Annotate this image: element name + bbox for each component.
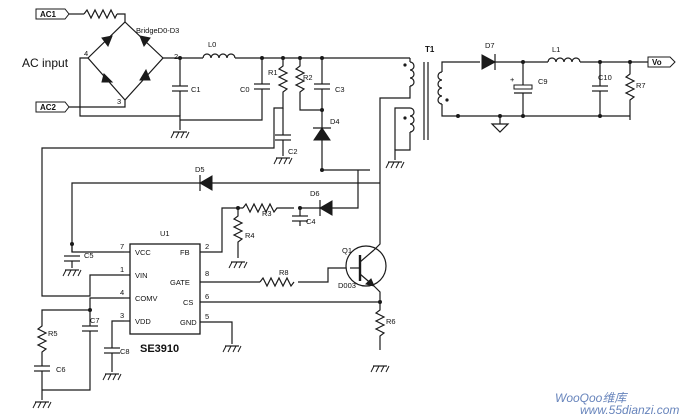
ic-pin-vcc-name: VCC bbox=[135, 248, 151, 257]
r6-label: R6 bbox=[386, 317, 396, 326]
c2-label: C2 bbox=[288, 147, 298, 156]
c6-label: C6 bbox=[56, 365, 66, 374]
c9-label: C9 bbox=[538, 77, 548, 86]
bridge-rectifier: BridgeD0-D3 bbox=[87, 21, 179, 101]
diode-d4: D4 bbox=[313, 110, 370, 171]
ground-symbol-secondary bbox=[490, 123, 510, 133]
capacitor-c3: C3 bbox=[314, 58, 345, 110]
c3-label: C3 bbox=[335, 85, 345, 94]
node-2: 2 bbox=[174, 52, 178, 61]
ic-pin-gnd-num: 5 bbox=[205, 312, 209, 321]
port-ac2: AC2 bbox=[35, 101, 70, 113]
node-3: 3 bbox=[117, 97, 121, 106]
ic-pin-gate-name: GATE bbox=[170, 278, 190, 287]
capacitor-c2: C2 bbox=[275, 108, 298, 156]
watermark-site: www.55dianzi.com bbox=[580, 403, 679, 417]
capacitor-c8: C8 bbox=[104, 347, 130, 372]
watermark-brand: WooQoo维库 bbox=[555, 391, 628, 405]
ic-pin-vdd-name: VDD bbox=[135, 317, 151, 326]
resistor-r1: R1 bbox=[268, 58, 289, 102]
capacitor-c1: C1 bbox=[172, 58, 201, 116]
capacitor-c10: C10 bbox=[592, 62, 612, 116]
ic-pin-cs-name: CS bbox=[183, 298, 193, 307]
port-ac1: AC1 bbox=[35, 8, 70, 20]
c1-label: C1 bbox=[191, 85, 201, 94]
resistor-r2: R2 bbox=[294, 58, 313, 102]
r5-label: R5 bbox=[48, 329, 58, 338]
l0-label: L0 bbox=[208, 40, 216, 49]
inductor-l1: L1 bbox=[547, 45, 581, 63]
watermark: WooQoo维库 www.55dianzi.com bbox=[555, 391, 679, 417]
ic-pin-comv-name: COMV bbox=[135, 294, 158, 303]
ic-pin-comv-num: 4 bbox=[120, 288, 124, 297]
ic-ref: U1 bbox=[160, 229, 170, 238]
ic-pin-cs-num: 6 bbox=[205, 292, 209, 301]
ic-pin-vin-name: VIN bbox=[135, 271, 148, 280]
l1-label: L1 bbox=[552, 45, 560, 54]
q1-label: Q1 bbox=[342, 246, 352, 255]
diode-d5: D5 bbox=[195, 165, 213, 191]
d5-label: D5 bbox=[195, 165, 205, 174]
capacitor-c9: + C9 bbox=[510, 62, 548, 116]
r7-label: R7 bbox=[636, 81, 646, 90]
resistor-r4: R4 bbox=[232, 208, 255, 258]
transformer-t1: T1 bbox=[379, 45, 458, 215]
ic-se3910: U1 SE3910 7 VCC 1 VIN 4 COMV 3 VDD 2 FB … bbox=[120, 229, 220, 355]
transistor-q1: Q1 D003 bbox=[338, 245, 387, 290]
ic-pin-fb-num: 2 bbox=[205, 242, 209, 251]
resistor-r7: R7 bbox=[624, 62, 646, 120]
c8-label: C8 bbox=[120, 347, 130, 356]
port-vo: Vo bbox=[647, 56, 676, 68]
c5-label: C5 bbox=[84, 251, 94, 260]
c10-label: C10 bbox=[598, 73, 612, 82]
ic-pin-vdd-num: 3 bbox=[120, 311, 124, 320]
ic-pin-vin-num: 1 bbox=[120, 265, 124, 274]
r1-label: R1 bbox=[268, 68, 278, 77]
capacitor-c4: C4 bbox=[292, 208, 316, 226]
r2-label: R2 bbox=[303, 73, 313, 82]
port-ac2-label: AC2 bbox=[40, 103, 57, 112]
resistor-r3: R3 bbox=[242, 202, 294, 218]
ic-name: SE3910 bbox=[140, 343, 179, 355]
ac-input-label: AC input bbox=[22, 56, 69, 70]
c9-plus: + bbox=[510, 75, 515, 84]
capacitor-c6: C6 bbox=[34, 365, 66, 400]
diode-d7: D7 bbox=[481, 41, 497, 70]
capacitor-c5: C5 bbox=[64, 244, 94, 268]
c7-label: C7 bbox=[90, 316, 100, 325]
r8-label: R8 bbox=[279, 268, 289, 277]
resistor-r6: R6 bbox=[374, 302, 396, 350]
node-4: 4 bbox=[84, 49, 88, 58]
d4-label: D4 bbox=[330, 117, 340, 126]
t1-label: T1 bbox=[425, 45, 435, 54]
diode-d6: D6 bbox=[310, 189, 333, 216]
port-ac1-label: AC1 bbox=[40, 10, 57, 19]
ac1-resistor bbox=[83, 8, 118, 20]
r3-label: R3 bbox=[262, 209, 272, 218]
resistor-r5: R5 bbox=[36, 322, 58, 366]
resistor-r8: R8 bbox=[259, 268, 295, 288]
c0-label: C0 bbox=[240, 85, 250, 94]
inductor-l0: L0 bbox=[202, 40, 236, 59]
ic-pin-fb-name: FB bbox=[180, 248, 190, 257]
q1-model: D003 bbox=[338, 281, 356, 290]
ic-pin-vcc-num: 7 bbox=[120, 242, 124, 251]
ic-pin-gnd-name: GND bbox=[180, 318, 197, 327]
capacitor-c0: C0 bbox=[180, 58, 270, 121]
port-vo-label: Vo bbox=[652, 58, 662, 67]
d6-label: D6 bbox=[310, 189, 320, 198]
d7-label: D7 bbox=[485, 41, 495, 50]
capacitor-c7: C7 bbox=[42, 310, 100, 391]
r4-label: R4 bbox=[245, 231, 255, 240]
c4-label: C4 bbox=[306, 217, 316, 226]
ic-pin-gate-num: 8 bbox=[205, 269, 209, 278]
bridge-label: BridgeD0-D3 bbox=[136, 26, 179, 35]
